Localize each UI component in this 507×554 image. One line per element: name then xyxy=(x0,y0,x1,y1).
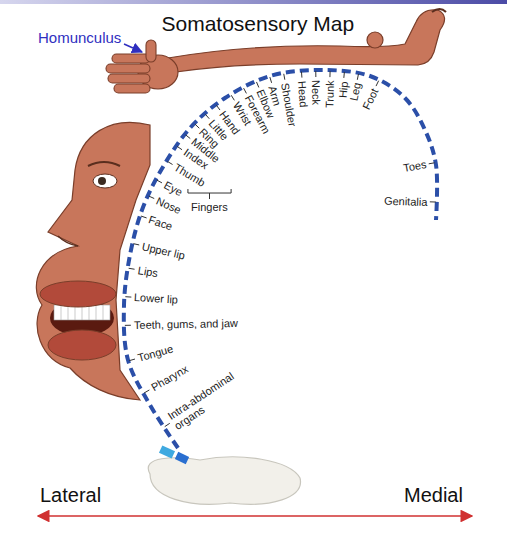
label-tick xyxy=(195,124,199,128)
body-part-label: Foot xyxy=(360,86,380,111)
callout-label: Homunculus xyxy=(38,30,121,47)
label-tick xyxy=(129,268,135,270)
diagram-title: Somatosensory Map xyxy=(162,12,355,35)
insula-mark xyxy=(159,445,175,458)
label-tick xyxy=(186,135,191,139)
brain-section xyxy=(148,457,300,504)
label-tick xyxy=(167,161,172,164)
group-label: Fingers xyxy=(191,201,228,213)
cortex-arc xyxy=(124,70,437,448)
body-part-label: Tongue xyxy=(136,343,174,364)
label-tick xyxy=(357,74,358,80)
body-part-label: Genitalia xyxy=(384,194,428,207)
homunculus-pupil xyxy=(98,177,106,185)
body-part-label: Pharynx xyxy=(149,363,190,394)
axis-label: Medial xyxy=(404,484,463,506)
body-part-label: Head xyxy=(296,80,310,107)
label-tick xyxy=(157,180,162,183)
body-part-label: Hip xyxy=(336,81,350,99)
body-part-label: Lips xyxy=(137,264,159,279)
label-tick xyxy=(149,196,154,198)
label-tick xyxy=(205,114,209,119)
fingers-bracket xyxy=(188,189,231,199)
label-tick xyxy=(256,82,258,88)
body-part-label: Teeth, gums, and jaw xyxy=(134,317,238,331)
axis-label: Lateral xyxy=(40,484,101,506)
body-part-label: Shoulder xyxy=(279,82,299,127)
label-tick xyxy=(141,216,147,218)
label-tick xyxy=(165,423,170,426)
top-band xyxy=(0,0,507,4)
homunculus-toes xyxy=(432,9,446,12)
body-part-label: Toes xyxy=(402,158,427,174)
body-part-label: Trunk xyxy=(323,80,336,108)
homunculus-finger xyxy=(114,84,150,93)
homunculus-face xyxy=(36,122,150,400)
body-part-label: Eye xyxy=(162,179,184,199)
homunculus-finger xyxy=(112,54,150,63)
homunculus-lower-lip xyxy=(48,330,116,360)
body-part-label: Neck xyxy=(310,80,322,105)
label-tick xyxy=(231,95,234,100)
label-tick xyxy=(125,296,131,297)
leader-arrow xyxy=(124,44,142,52)
body-part-label: Upper lip xyxy=(141,240,187,261)
label-tick xyxy=(376,81,379,86)
body-part-label: Leg xyxy=(347,81,362,101)
label-tick xyxy=(429,163,435,164)
label-tick xyxy=(125,325,131,326)
homunculus-finger xyxy=(108,74,150,83)
body-part-label: Lower lip xyxy=(134,291,179,306)
homunculus-head xyxy=(367,32,383,48)
body-part-label: Face xyxy=(148,213,175,232)
label-tick xyxy=(177,146,182,149)
label-tick xyxy=(129,359,135,361)
label-tick xyxy=(216,105,220,110)
label-tick xyxy=(144,390,149,393)
label-tick xyxy=(133,244,139,245)
label-tick xyxy=(244,88,247,93)
homunculus-eye xyxy=(93,174,117,188)
label-tick xyxy=(315,71,316,77)
homunculus-finger xyxy=(106,64,150,73)
insula-mark xyxy=(175,452,189,464)
label-tick xyxy=(301,72,302,78)
label-tick xyxy=(329,71,330,77)
label-tick xyxy=(284,74,285,80)
homunculus-brow xyxy=(88,162,120,166)
homunculus-thumb xyxy=(146,40,156,62)
label-tick xyxy=(343,72,345,78)
homunculus-upper-lip xyxy=(40,281,116,307)
axis-arrow xyxy=(38,515,472,517)
label-tick xyxy=(270,77,272,83)
homunculus-nostril xyxy=(58,236,78,246)
label-tick xyxy=(430,201,436,202)
